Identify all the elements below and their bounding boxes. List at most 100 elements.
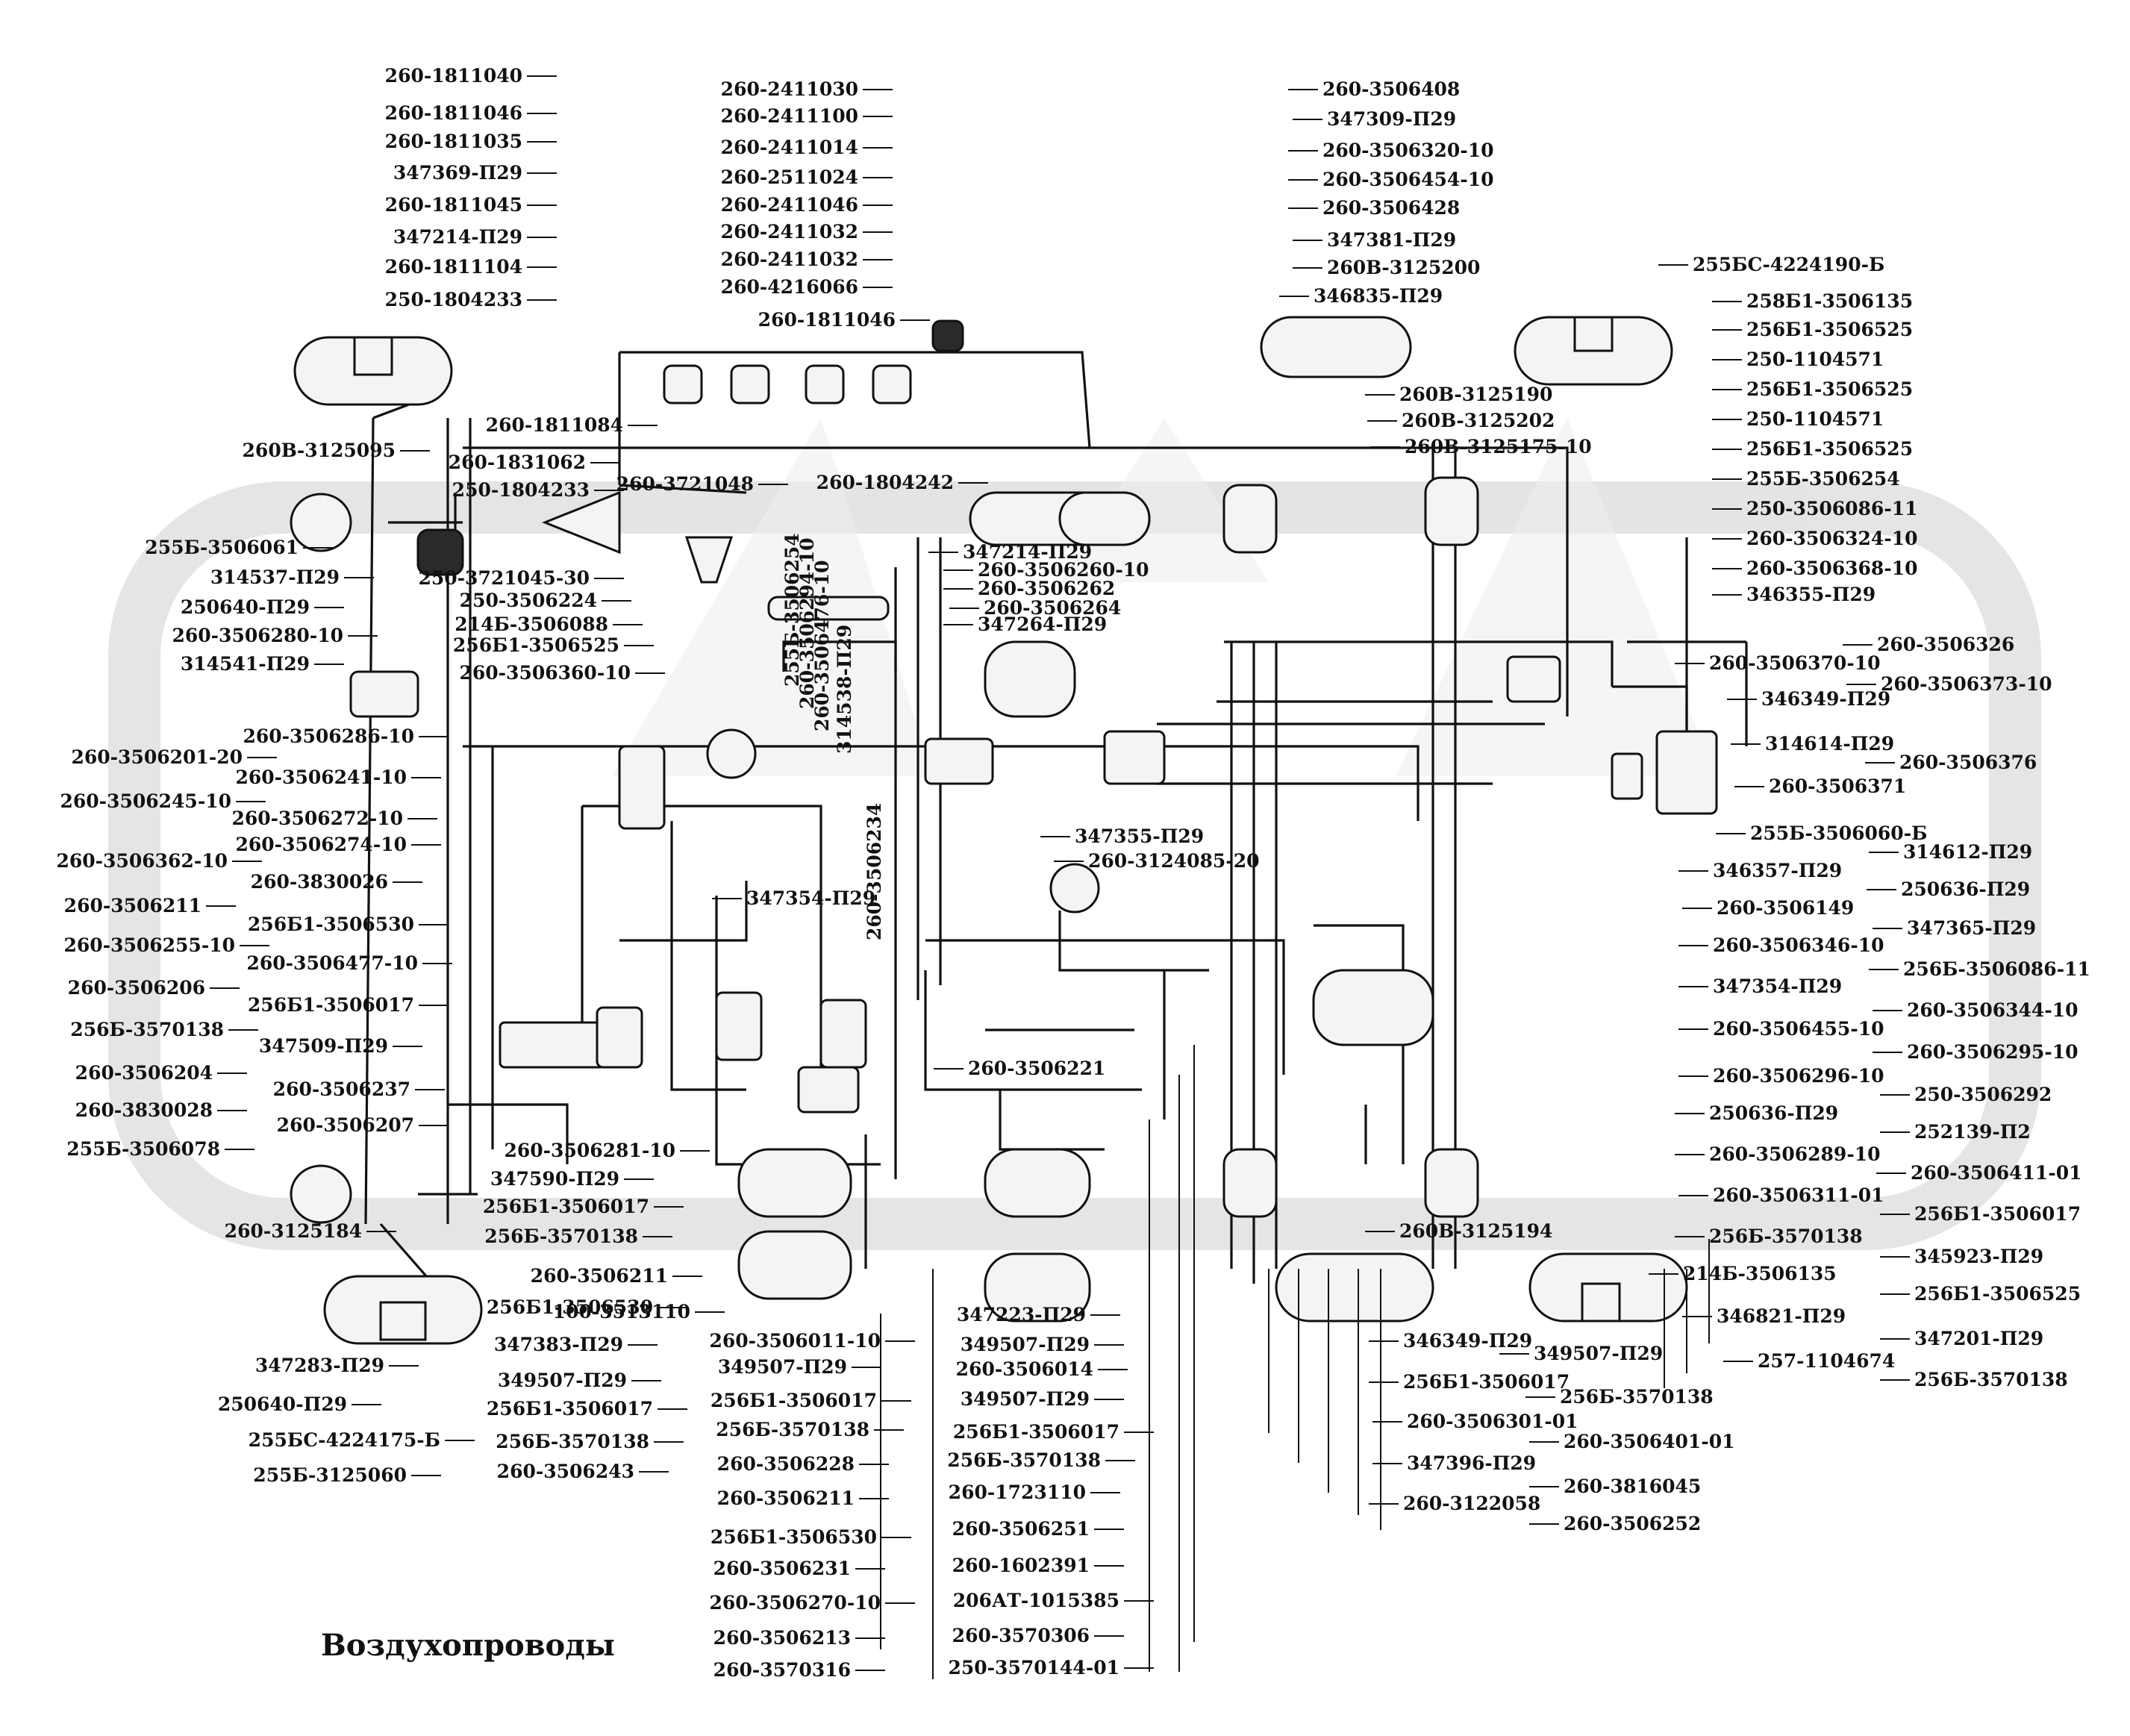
brake-chamber-6: [290, 1164, 352, 1224]
part-label-right_col1-12: 260-3506370-10: [1709, 652, 1881, 674]
part-label-upper_mid-0: 260-1811084: [486, 414, 623, 436]
part-label-left-1: 260-1811046: [385, 102, 522, 124]
part-label-left-23: 260-3830026: [251, 871, 388, 893]
part-label-lower_center_b-4: 256Б1-3506017: [953, 1421, 1119, 1443]
part-label-right_col1-14: 314614-П29: [1765, 733, 1894, 755]
part-label-lower_center_a-0: 260-3506011-10: [710, 1330, 881, 1352]
part-label-top_right-1: 347309-П29: [1327, 108, 1456, 130]
brake-chamber-3: [1222, 1148, 1278, 1218]
part-label-left-8: 260В-3125095: [243, 440, 396, 461]
part-label-left-9: 260-1831062: [449, 452, 586, 473]
part-label-top_right-10: 260В-3125175-10: [1405, 436, 1592, 458]
part-label-left-30: 256Б-3570138: [70, 1019, 224, 1040]
part-labels: 260-1811040260-1811046260-1811035347369-…: [57, 65, 2090, 1681]
part-label-lower_center_a-5: 260-3506211: [717, 1487, 855, 1509]
part-label-left-29: 256Б1-3506017: [248, 994, 414, 1016]
part-label-lower_center_a-9: 260-3506213: [713, 1627, 851, 1649]
part-label-right_col1-17: 346357-П29: [1713, 860, 1842, 881]
part-label-top_center-7: 260-4216066: [721, 276, 858, 298]
part-label-right_col2-14: 256Б1-3506525: [1914, 1283, 2081, 1305]
part-label-bottom_right-7: 347396-П29: [1407, 1452, 1536, 1474]
part-label-right_col1-18: 260-3506149: [1717, 897, 1854, 919]
part-label-upper_mid-1: 260-3721048: [616, 473, 754, 495]
part-label-left-15: 314541-П29: [181, 653, 310, 675]
part-label-lower_center_b-1: 349507-П29: [961, 1334, 1090, 1355]
part-label-right_col2-3: 314612-П29: [1903, 841, 2032, 863]
part-label-center_upper-1: 260-3506260-10: [978, 559, 1149, 581]
part-label-center_vertical-0: 255Б-3506254: [781, 533, 803, 687]
part-label-bottom_right-9: 260-3122058: [1403, 1493, 1540, 1514]
part-label-top_center-4: 260-2411046: [721, 194, 858, 216]
part-label-right_col2-4: 250636-П29: [1901, 878, 2030, 900]
part-label-top_center-5: 260-2411032: [721, 221, 858, 243]
tank-top-center: [1260, 316, 1412, 378]
part-label-right_col1-1: 258Б1-3506135: [1746, 290, 1913, 312]
part-label-right_col1-16: 255Б-3506060-Б: [1750, 822, 1927, 844]
part-label-center_vertical-4: 260-3506234: [863, 803, 885, 940]
part-label-right_col2-7: 260-3506344-10: [1907, 999, 2079, 1021]
part-label-left-35: 260-3506207: [277, 1114, 414, 1136]
part-label-right_col1-2: 256Б1-3506525: [1746, 319, 1913, 340]
receiver-center: [984, 640, 1076, 718]
part-label-bottom_right-2: 349507-П29: [1534, 1343, 1663, 1364]
part-label-right_col2-13: 345923-П29: [1914, 1246, 2043, 1267]
part-label-left-33: 260-3506237: [273, 1078, 410, 1100]
part-label-top_right-6: 260В-3125200: [1327, 257, 1480, 278]
part-label-lower_center_a-7: 260-3506231: [713, 1558, 851, 1579]
part-label-right_col1-8: 250-3506086-11: [1746, 498, 1918, 519]
brake-chamber-1: [1222, 484, 1278, 554]
part-label-left-26: 260-3506255-10: [64, 934, 236, 956]
part-label-lower_left_mid-6: 347383-П29: [494, 1334, 623, 1355]
part-label-lower_center_a-2: 256Б1-3506017: [710, 1390, 877, 1411]
part-label-right_col1-25: 260-3506311-01: [1713, 1184, 1884, 1206]
part-label-right_col1-28: 346821-П29: [1717, 1305, 1846, 1327]
part-label-right_col2-10: 252139-П2: [1914, 1121, 2031, 1143]
part-label-top_center-0: 260-2411030: [721, 78, 858, 100]
part-label-right_col2-2: 260-3506376: [1899, 752, 2037, 773]
pressure-gauge-2: [1049, 863, 1100, 914]
part-label-left-14: 260-3506280-10: [172, 625, 344, 646]
part-label-top_right-3: 260-3506454-10: [1322, 169, 1494, 190]
part-label-left-11: 255Б-3506061: [145, 537, 299, 558]
leader-lines: [206, 75, 1910, 1679]
part-label-lower_center_b-10: 260-3570306: [952, 1625, 1090, 1646]
part-label-top_center-2: 260-2411014: [721, 137, 858, 158]
part-label-lower_center_a-6: 256Б1-3506530: [710, 1526, 877, 1548]
part-label-top_center-3: 260-2511024: [721, 166, 858, 188]
part-label-left-20: 260-3506272-10: [232, 808, 404, 829]
part-label-right_col2-16: 256Б-3570138: [1914, 1369, 2068, 1390]
part-label-left-36: 255Б-3506078: [66, 1138, 220, 1160]
part-label-lower_left_mid-9: 256Б-3570138: [496, 1431, 649, 1452]
part-label-right_col1-13: 346349-П29: [1761, 688, 1890, 710]
part-label-center_mid-1: 260-3124085-20: [1088, 850, 1260, 872]
part-label-center_vertical-2: 260-3506476-10: [811, 561, 833, 732]
brake-chamber-4: [1424, 1148, 1479, 1218]
brake-chamber-2: [1424, 476, 1479, 546]
part-label-top_right-4: 260-3506428: [1322, 197, 1460, 219]
part-label-left-28: 260-3506206: [68, 977, 205, 999]
part-label-lower_left_mid-11: 100-3513110: [553, 1301, 690, 1323]
part-label-left-2: 260-1811035: [385, 131, 522, 152]
part-label-lower_center_a-8: 260-3506270-10: [710, 1592, 881, 1614]
part-label-bottom_right-3: 256Б1-3506017: [1403, 1371, 1570, 1393]
part-label-lower_left_mid-0: 260-3506281-10: [505, 1140, 676, 1161]
part-label-center_vertical-1: 260-3506294-10: [796, 538, 818, 710]
part-label-right_col1-10: 260-3506368-10: [1746, 558, 1918, 579]
part-label-left-34: 260-3830028: [75, 1099, 213, 1121]
part-label-left-6: 260-1811104: [385, 256, 522, 278]
tank-bottom-center: [1275, 1252, 1434, 1323]
part-label-left-41: 255Б-3125060: [253, 1464, 407, 1486]
part-label-left-18: 260-3506241-10: [236, 766, 407, 788]
receiver-right: [1312, 969, 1434, 1046]
pressure-gauge-1: [706, 728, 757, 779]
dryer-element: [499, 1021, 606, 1069]
part-label-right_col1-3: 250-1104571: [1746, 349, 1884, 370]
part-label-bottom_right-6: 260-3506401-01: [1564, 1431, 1735, 1452]
part-label-right_col1-9: 260-3506324-10: [1746, 528, 1918, 549]
part-label-left-37: 260-3125184: [225, 1220, 362, 1242]
part-label-right_col2-1: 260-3506373-10: [1881, 673, 2052, 695]
part-label-upper_mid-4: 214Б-3506088: [455, 613, 608, 635]
part-label-bottom_right-10: 260-3506252: [1564, 1513, 1701, 1534]
components: [290, 316, 1718, 1345]
